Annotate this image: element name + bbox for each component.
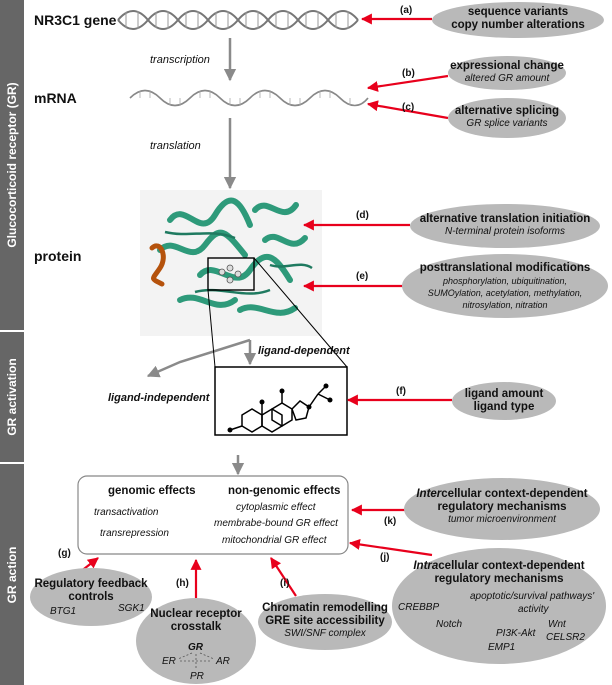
- factor-a-title-1: sequence variants: [467, 6, 569, 18]
- sidebar-section-action: GR action: [0, 464, 24, 685]
- tag-e: (e): [356, 271, 369, 282]
- ligand-dependent-label: ligand-dependent: [258, 345, 350, 357]
- zoom-line-right: [253, 257, 348, 368]
- translation-label: translation: [150, 140, 201, 152]
- factor-g-gene-btg1: BTG1: [50, 606, 77, 617]
- factor-j-prefix: Intra: [413, 560, 439, 572]
- factor-i-title-1: Chromatin remodelling: [262, 602, 388, 614]
- tag-d: (d): [356, 210, 369, 221]
- factor-c-ellipse: alternative splicing GR splice variants: [448, 98, 566, 138]
- factor-a-ellipse: sequence variants copy number alteration…: [432, 2, 604, 38]
- arrow-c: [366, 100, 449, 120]
- factor-g-ellipse: Regulatory feedback controls: [30, 568, 152, 626]
- factor-j-ellipse: Intracellular context-dependent regulato…: [392, 548, 606, 664]
- tag-a: (a): [400, 5, 413, 16]
- arrow-b: [366, 74, 449, 92]
- factor-k-title-rest: cellular context-dependent: [441, 488, 588, 500]
- crosstalk-node-er: ER: [162, 656, 176, 667]
- factor-j-gene-wnt: Wnt: [548, 619, 566, 630]
- genomic-effects-title: genomic effects: [108, 485, 196, 497]
- factor-k-ellipse: Intercellular context-dependent regulato…: [404, 478, 600, 540]
- factor-b-ellipse: expressional change altered GR amount: [448, 56, 566, 90]
- ligand-structure-box: [214, 366, 348, 436]
- factor-k-title-2: regulatory mechanisms: [437, 501, 567, 513]
- stage-protein-label: protein: [34, 248, 82, 264]
- factor-e-ellipse: posttranslational modifications phosphor…: [402, 254, 608, 318]
- receptor-crosstalk-lines: [177, 652, 215, 670]
- sidebar-section-receptor: Glucocorticoid receptor (GR): [0, 0, 24, 330]
- factor-i-title-2: GRE site accessibility: [265, 615, 385, 627]
- steroid-atom-dots: [227, 383, 333, 433]
- factor-j-title-rest: cellular context-dependent: [438, 560, 585, 572]
- tag-g: (g): [58, 548, 71, 559]
- factor-e-sub-2: SUMOylation, acetylation, methylation,: [427, 288, 583, 298]
- factor-j-gene-activity: activity: [518, 604, 549, 615]
- factor-h-ellipse: Nuclear receptor crosstalk: [136, 598, 256, 684]
- factor-g-title-2: controls: [68, 591, 114, 603]
- arrow-i: [270, 557, 297, 597]
- factor-c-title: alternative splicing: [454, 105, 560, 117]
- factor-e-title: posttranslational modifications: [419, 262, 591, 274]
- factor-b-title: expressional change: [450, 60, 564, 72]
- tag-h: (h): [176, 578, 189, 589]
- factor-d-sub: N-terminal protein isoforms: [444, 226, 566, 237]
- zoom-line-left: [207, 289, 216, 368]
- ligand-independent-arrow: [146, 338, 251, 378]
- factor-d-title: alternative translation initiation: [419, 213, 591, 225]
- factor-j-gene-emp1: EMP1: [488, 642, 516, 653]
- ligand-independent-label: ligand-independent: [108, 392, 210, 404]
- dna-helix-icon: [117, 10, 359, 30]
- factor-h-title-1: Nuclear receptor: [150, 608, 242, 620]
- factor-j-gene-crebbp: CREBBP: [398, 602, 440, 613]
- crosstalk-node-ar: AR: [216, 656, 230, 667]
- factor-f-ellipse: ligand amount ligand type: [452, 382, 556, 420]
- tag-c: (c): [402, 102, 415, 113]
- factor-k-sub: tumor microenvironment: [448, 514, 556, 525]
- factor-e-sub-1: phosphorylation, ubiquitination,: [442, 276, 568, 286]
- stage-mrna-label: mRNA: [34, 90, 77, 106]
- protein-structure-icon: [140, 190, 322, 336]
- factor-d-ellipse: alternative translation initiation N-ter…: [410, 204, 600, 248]
- tag-i: (i): [280, 578, 290, 589]
- nongenomic-item-membrane: membrabe-bound GR effect: [214, 518, 338, 529]
- factor-j-gene-celsr2: CELSR2: [546, 632, 585, 643]
- tag-f: (f): [396, 386, 406, 397]
- factor-i-ellipse: Chromatin remodelling GRE site accessibi…: [258, 594, 392, 650]
- crosstalk-node-pr: PR: [190, 671, 204, 682]
- factor-j-gene-pathways: apoptotic/survival pathways': [470, 591, 595, 602]
- nongenomic-item-cytoplasmic: cytoplasmic effect: [236, 502, 316, 513]
- sidebar-section-activation: GR activation: [0, 332, 24, 462]
- factor-a-title-2: copy number alterations: [451, 19, 585, 31]
- transcription-label: transcription: [150, 54, 210, 66]
- arrow-j: [348, 538, 433, 557]
- factor-j-title-1: Intracellular context-dependent: [392, 560, 606, 573]
- factor-j-title-2: regulatory mechanisms: [434, 573, 564, 585]
- factor-k-title-1: Intercellular context-dependent: [404, 488, 600, 501]
- nongenomic-item-mitochondrial: mitochondrial GR effect: [222, 535, 327, 546]
- effects-box: [77, 475, 349, 555]
- factor-g-gene-sgk1: SGK1: [118, 603, 145, 614]
- tag-k: (k): [384, 516, 397, 527]
- genomic-item-transactivation: transactivation: [94, 507, 159, 518]
- factor-b-sub: altered GR amount: [464, 73, 550, 84]
- genomic-item-transrepression: transrepression: [100, 528, 169, 539]
- factor-g-title-1: Regulatory feedback: [34, 578, 148, 590]
- factor-f-title-1: ligand amount: [464, 388, 544, 400]
- nongenomic-effects-title: non-genomic effects: [228, 485, 341, 497]
- factor-j-gene-notch: Notch: [436, 619, 463, 630]
- mrna-strand-icon: [129, 89, 369, 107]
- factor-f-title-2: ligand type: [473, 401, 535, 413]
- stage-gene-label: NR3C1 gene: [34, 12, 117, 28]
- factor-c-sub: GR splice variants: [466, 118, 548, 129]
- factor-k-prefix: Inter: [416, 488, 442, 500]
- factor-e-sub-3: nitrosylation, nitration: [462, 300, 548, 310]
- factor-j-gene-pi3k: PI3K-Akt: [496, 628, 536, 639]
- tag-j: (j): [380, 552, 390, 563]
- factor-h-title-2: crosstalk: [170, 621, 222, 633]
- crosstalk-node-gr: GR: [188, 642, 203, 653]
- tag-b: (b): [402, 68, 415, 79]
- factor-i-sub: SWI/SNF complex: [284, 628, 366, 639]
